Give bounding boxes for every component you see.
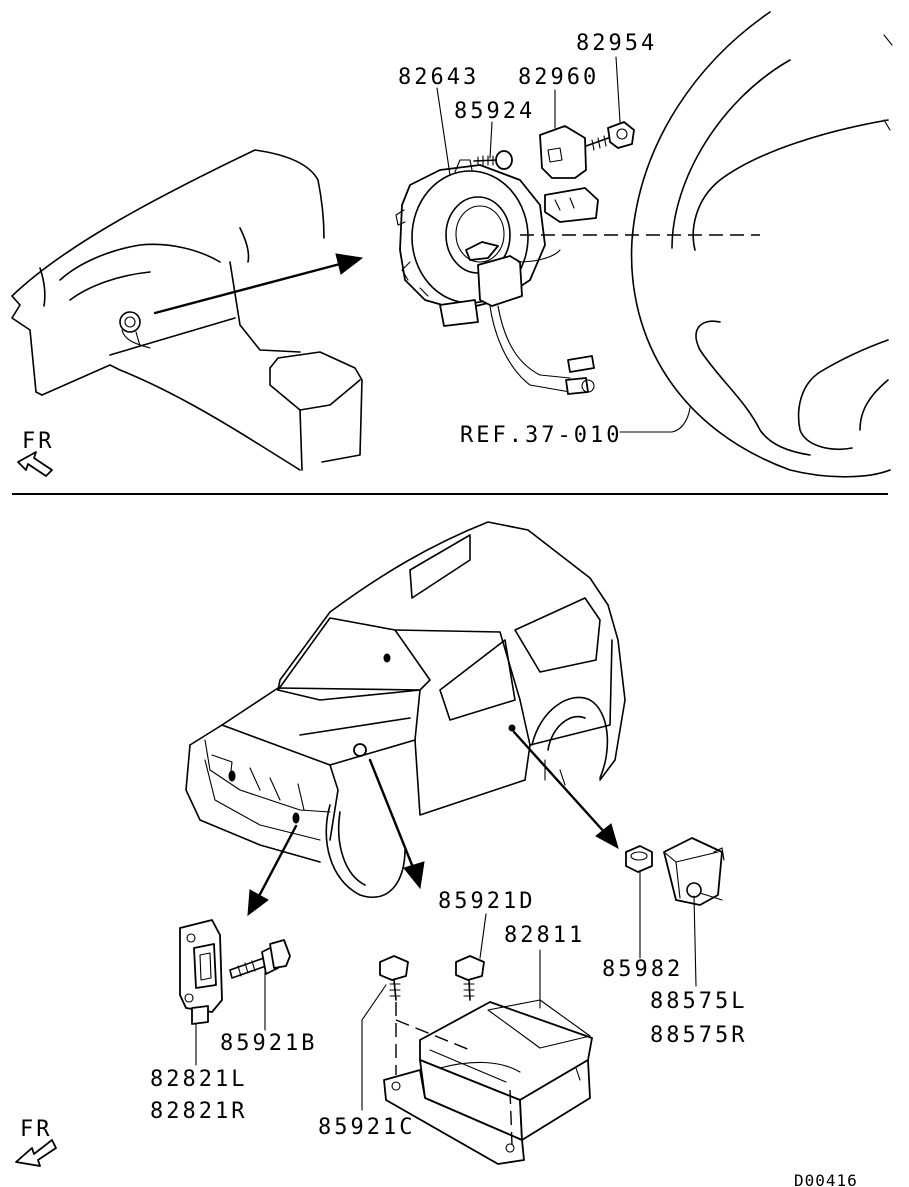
clock-spring-part xyxy=(395,159,595,395)
steering-wheel-illustration xyxy=(630,11,893,478)
label-ref-37-010: REF.37-010 xyxy=(460,423,622,448)
label-85921d: 85921D xyxy=(438,889,535,914)
label-82643: 82643 xyxy=(398,65,479,90)
label-82960: 82960 xyxy=(518,65,599,90)
cover-82960-part xyxy=(539,125,599,223)
label-85924: 85924 xyxy=(454,99,535,124)
label-85921c: 85921C xyxy=(318,1115,415,1140)
label-85982: 85982 xyxy=(602,957,683,982)
ref-leader-curve xyxy=(671,407,691,433)
label-88575l: 88575L xyxy=(650,989,747,1014)
bolt-guide-lines xyxy=(395,1002,513,1146)
dashboard-illustration xyxy=(11,149,363,471)
dashboard-clock-spring-icon xyxy=(119,311,151,349)
bolt-82954-part xyxy=(585,121,635,151)
srs-control-unit-part xyxy=(383,999,593,1165)
label-82821l: 82821L xyxy=(150,1067,247,1092)
leader-lines-bottom xyxy=(195,871,697,1111)
fr-label-bottom: FR xyxy=(20,1117,53,1142)
screw-85924-part xyxy=(473,150,513,170)
label-88575r: 88575R xyxy=(650,1023,747,1048)
label-82954: 82954 xyxy=(576,31,657,56)
label-82821r: 82821R xyxy=(150,1099,247,1124)
bolt-85921d-part xyxy=(455,955,485,1001)
fr-arrow-icon-bottom xyxy=(15,1139,57,1167)
fr-label-top: FR xyxy=(22,429,55,454)
drawing-code: D00416 xyxy=(794,1171,858,1187)
pointer-arrow-top xyxy=(153,253,364,315)
leader-lines-top xyxy=(436,56,760,236)
label-82811: 82811 xyxy=(504,923,585,948)
side-impact-sensor-part xyxy=(663,837,725,906)
pointer-arrows-bottom xyxy=(247,730,619,917)
nut-85982-part xyxy=(625,845,653,873)
label-85921b: 85921B xyxy=(220,1031,317,1056)
vehicle-illustration xyxy=(185,521,626,898)
bolt-85921c-part xyxy=(379,955,409,1001)
front-impact-sensor-part xyxy=(179,919,223,1025)
fr-arrow-icon-top xyxy=(17,451,53,477)
bolt-85921b-part xyxy=(229,939,291,979)
